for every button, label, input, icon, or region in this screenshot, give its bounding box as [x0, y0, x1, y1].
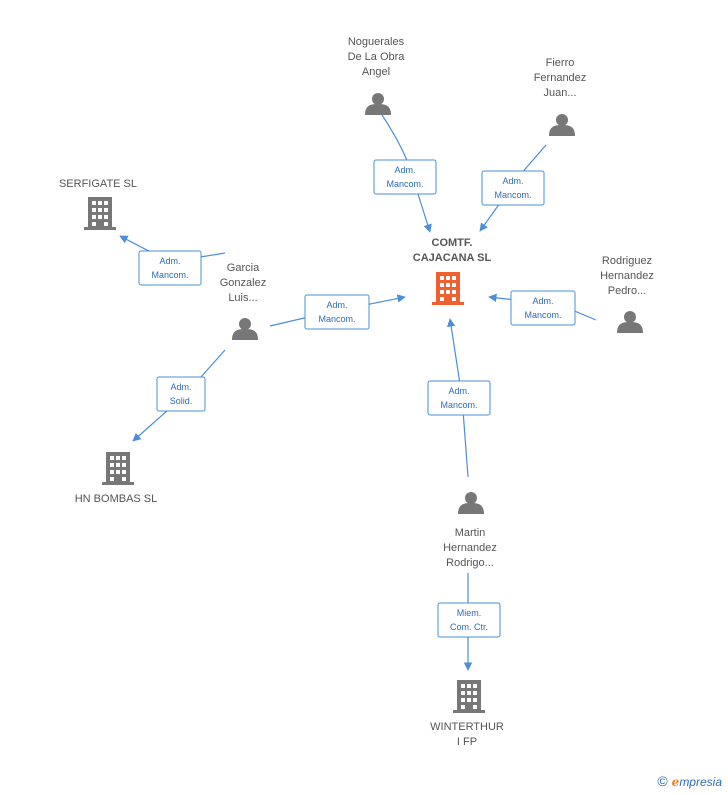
person-martin[interactable]: Martin Hernandez Rodrigo...: [443, 492, 497, 569]
role-labels: Adm. Mancom. Adm. Mancom. Adm. Mancom. A…: [138, 159, 576, 638]
role-line-1: Miem.: [457, 608, 482, 618]
node-label-line: Angel: [362, 66, 390, 78]
role-line-1: Adm.: [170, 382, 191, 392]
node-label-line: Fernandez: [534, 72, 587, 84]
role-box-fierro[interactable]: Adm. Mancom.: [481, 170, 545, 206]
role-box-martin-winterthur[interactable]: Miem. Com. Ctr.: [437, 602, 501, 638]
node-label-line: WINTERTHUR: [430, 721, 504, 733]
role-line-1: Adm.: [394, 165, 415, 175]
node-label-line: Noguerales: [348, 36, 405, 48]
person-icon: [365, 93, 391, 115]
node-label-line: Hernandez: [600, 270, 654, 282]
brand-name: mpresia: [679, 775, 722, 789]
center-company[interactable]: COMTF. CAJACANA SL: [413, 237, 492, 305]
role-line-2: Mancom.: [318, 314, 355, 324]
role-line-1: Adm.: [502, 176, 523, 186]
node-label-line: Gonzalez: [220, 277, 266, 289]
node-label-line: Juan...: [543, 87, 576, 99]
node-label-line: SERFIGATE SL: [59, 178, 137, 190]
role-line-1: Adm.: [448, 386, 469, 396]
node-label-line: Rodrigo...: [446, 557, 494, 569]
company-serfigate[interactable]: SERFIGATE SL: [59, 178, 137, 230]
role-box-garcia-serfigate[interactable]: Adm. Mancom.: [138, 250, 202, 286]
person-garcia[interactable]: Garcia Gonzalez Luis...: [220, 262, 266, 340]
person-icon: [617, 311, 643, 333]
building-icon: [453, 680, 485, 713]
person-rodriguez[interactable]: Rodriguez Hernandez Pedro...: [600, 255, 654, 333]
person-icon: [549, 114, 575, 136]
role-box-noguerales[interactable]: Adm. Mancom.: [373, 159, 437, 195]
node-label-line: Garcia: [227, 262, 260, 274]
person-icon: [232, 318, 258, 340]
role-box-rodriguez[interactable]: Adm. Mancom.: [510, 290, 576, 326]
center-company-label-line-2: CAJACANA SL: [413, 252, 492, 264]
role-line-2: Mancom.: [524, 310, 561, 320]
role-line-2: Mancom.: [151, 270, 188, 280]
role-box-martin[interactable]: Adm. Mancom.: [427, 380, 491, 416]
role-line-2: Solid.: [170, 396, 193, 406]
role-line-1: Adm.: [532, 296, 553, 306]
building-icon: [102, 452, 134, 485]
role-line-2: Mancom.: [440, 400, 477, 410]
copyright-footer: ©empresia: [657, 773, 722, 789]
person-noguerales[interactable]: Noguerales De La Obra Angel: [348, 36, 406, 115]
node-label-line: I FP: [457, 736, 477, 748]
company-winterthur[interactable]: WINTERTHUR I FP: [430, 680, 504, 748]
building-icon: [84, 197, 116, 230]
company-hnbombas[interactable]: HN BOMBAS SL: [75, 452, 158, 505]
building-icon: [432, 272, 464, 305]
center-company-label-line-1: COMTF.: [432, 237, 473, 249]
person-fierro[interactable]: Fierro Fernandez Juan...: [534, 57, 587, 136]
role-box-garcia-center[interactable]: Adm. Mancom.: [304, 294, 370, 330]
node-label-line: De La Obra: [348, 51, 406, 63]
role-line-2: Mancom.: [386, 179, 423, 189]
node-label-line: Fierro: [546, 57, 575, 69]
role-line-2: Mancom.: [494, 190, 531, 200]
copyright-icon: ©: [657, 773, 668, 789]
node-label-line: Luis...: [228, 292, 257, 304]
node-label-line: HN BOMBAS SL: [75, 493, 158, 505]
node-label-line: Hernandez: [443, 542, 497, 554]
node-label-line: Rodriguez: [602, 255, 652, 267]
role-line-2: Com. Ctr.: [450, 622, 488, 632]
person-icon: [458, 492, 484, 514]
role-box-garcia-hnbombas[interactable]: Adm. Solid.: [156, 376, 206, 412]
node-label-line: Pedro...: [608, 285, 647, 297]
node-label-line: Martin: [455, 527, 486, 539]
role-line-1: Adm.: [159, 256, 180, 266]
brand-logo-initial: e: [671, 775, 680, 789]
role-line-1: Adm.: [326, 300, 347, 310]
